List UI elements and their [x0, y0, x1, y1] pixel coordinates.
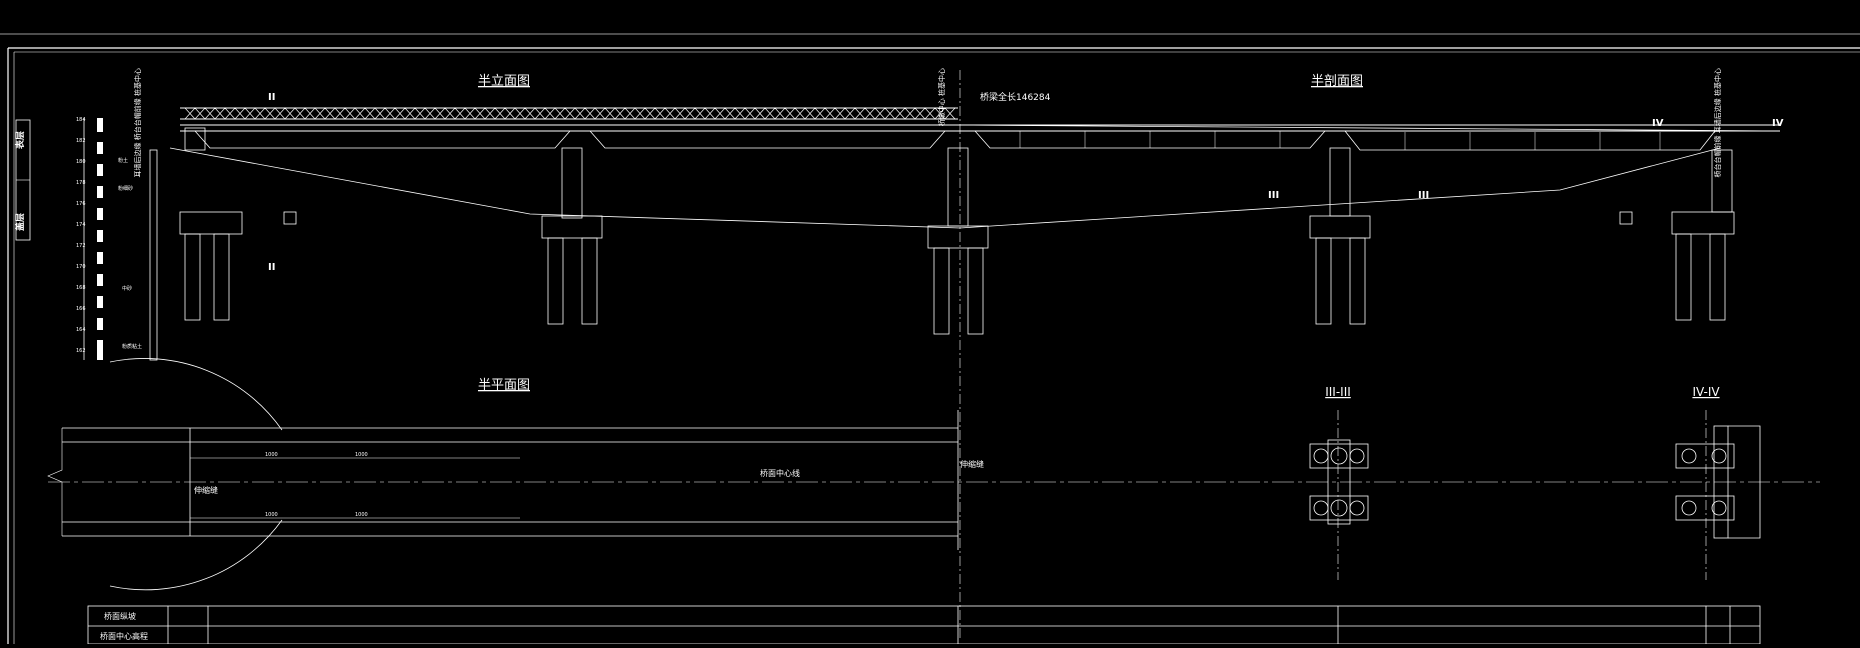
bridge-deck — [180, 107, 1781, 151]
section-mark-IV-right: IV — [1772, 118, 1784, 129]
ruler-tick-4: 176 — [76, 201, 86, 207]
section-mark-III-right: III — [1418, 190, 1429, 201]
ruler-tick-11: 162 — [76, 348, 86, 354]
table-row-label-elevation: 桥面中心高程 — [100, 631, 148, 641]
ruler-tick-8: 168 — [76, 285, 86, 291]
plan-dimension-3: 1000 — [265, 512, 278, 518]
pier-center-label: 桥墩中心 桩基中心 — [937, 68, 946, 126]
stratum-label-4: 粉质粘土 — [122, 343, 142, 350]
section-mark-IV-left: IV — [1652, 118, 1664, 129]
pier-2 — [927, 147, 989, 335]
ruler-tick-2: 180 — [76, 159, 86, 165]
stratum-label-2: 粉细砂 — [118, 185, 133, 192]
centerline-label: 桥面中心线 — [760, 468, 800, 478]
section-mark-III-left: III — [1268, 190, 1279, 201]
plan-view — [47, 358, 1820, 591]
plan-dimension-4: 1000 — [355, 512, 368, 518]
ground-line — [169, 147, 1721, 229]
ruler-tick-5: 174 — [76, 222, 86, 228]
title-half-section: 半剖面图 — [1311, 74, 1363, 89]
section-III-detail — [1309, 439, 1369, 525]
expansion-joint-right: 伸缩缝 — [960, 459, 984, 469]
elevation-ruler — [83, 118, 103, 360]
ruler-tick-10: 164 — [76, 327, 86, 333]
expansion-joint-left: 伸缩缝 — [194, 485, 218, 495]
section-mark-II-bottom: II — [268, 262, 275, 273]
ruler-tick-7: 170 — [76, 264, 86, 270]
plan-dimension-2: 1000 — [355, 452, 368, 458]
ruler-tick-3: 178 — [76, 180, 86, 186]
plan-dimension-1: 1000 — [265, 452, 278, 458]
ruler-tick-6: 172 — [76, 243, 86, 249]
title-half-plan: 半平面图 — [478, 378, 530, 393]
title-section-III: III-III — [1325, 385, 1351, 399]
pier-3 — [1309, 147, 1371, 325]
section-IV-detail — [1675, 425, 1761, 539]
ruler-tick-0: 184 — [76, 117, 86, 123]
bottom-data-table — [87, 605, 1761, 645]
right-abutment — [1619, 149, 1735, 321]
stratum-label-3: 中砂 — [122, 285, 132, 292]
stratum-label-1: 粉土 — [118, 157, 128, 164]
title-half-elevation: 半立面图 — [478, 74, 530, 89]
ruler-tick-9: 166 — [76, 306, 86, 312]
pier-1 — [541, 147, 603, 325]
title-section-IV: IV-IV — [1692, 385, 1720, 399]
left-abutment — [149, 127, 297, 361]
bridge-length-label: 桥梁全长146284 — [980, 91, 1051, 103]
side-table-cell-1: 表层 — [14, 131, 26, 150]
table-row-label-slope: 桥面纵坡 — [104, 611, 136, 621]
section-mark-II-top: II — [268, 92, 275, 103]
ruler-tick-1: 182 — [76, 138, 86, 144]
abutment-label-right: 桥台台帽前缘 耳墙后边缘 桩基中心 — [1713, 68, 1722, 177]
abutment-label-left: 耳墙后边缘 桥台台帽前缘 桩基中心 — [133, 68, 142, 177]
side-table-cell-2: 盖层 — [14, 213, 26, 231]
